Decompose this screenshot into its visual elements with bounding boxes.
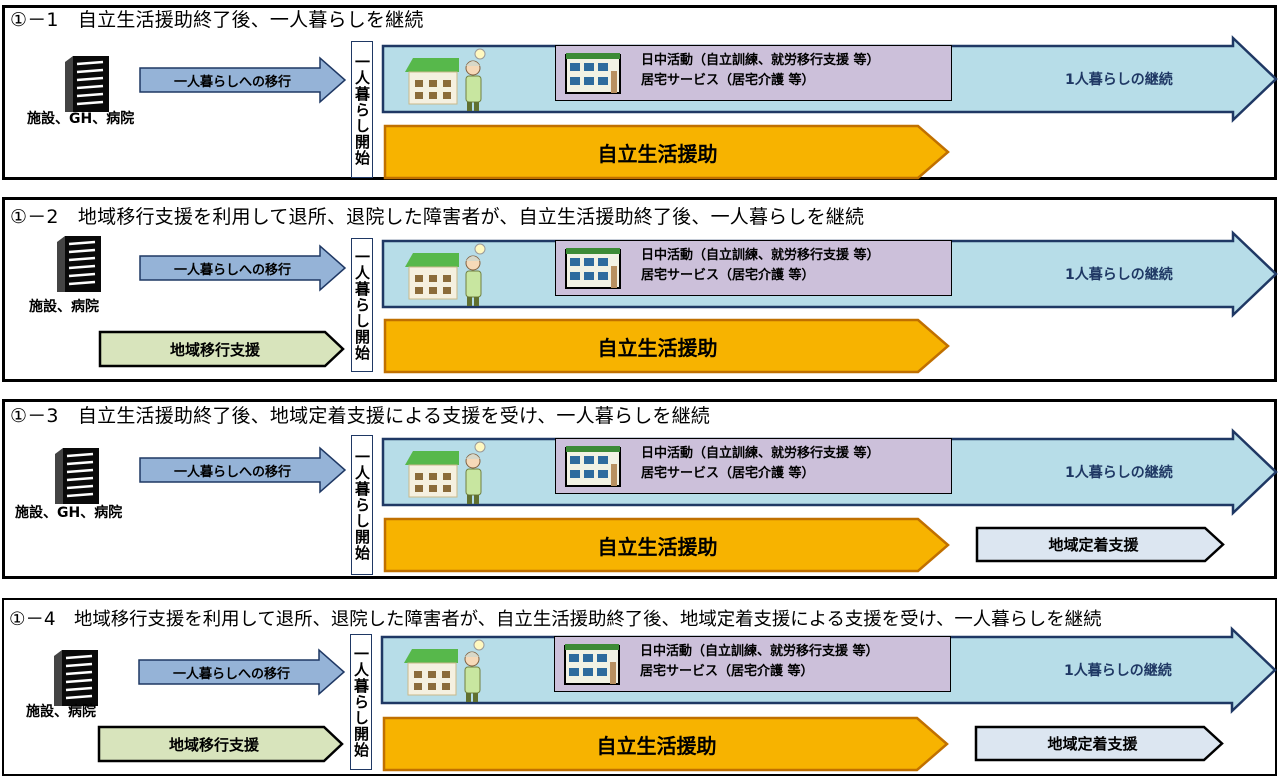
- facility-label: 施設、病院: [26, 704, 96, 720]
- facility-label: 施設、GH、病院: [15, 505, 123, 521]
- home-service-label: 居宅サービス（居宅介護 等）: [640, 664, 814, 679]
- day-activity-label: 日中活動（自立訓練、就労移行支援 等）: [640, 644, 879, 659]
- start-label: 一人暮らし開始: [353, 249, 371, 361]
- settlement-arrow: 地域定着支援: [975, 526, 1225, 563]
- service-box: 日中活動（自立訓練、就労移行支援 等） 居宅サービス（居宅介護 等）: [555, 45, 952, 101]
- support-label: 自立生活援助: [597, 335, 718, 360]
- home-service-label: 居宅サービス（居宅介護 等）: [641, 268, 815, 283]
- start-marker: 一人暮らし開始: [351, 41, 373, 178]
- support-label: 自立生活援助: [596, 733, 717, 758]
- transition-arrow: 一人暮らしへの移行: [139, 244, 347, 292]
- settlement-label: 地域定着支援: [1047, 735, 1138, 753]
- start-label: 一人暮らし開始: [353, 53, 371, 166]
- transition-arrow: 一人暮らしへの移行: [138, 648, 346, 696]
- apartment-icon: [565, 53, 621, 94]
- house-icon: [405, 451, 459, 498]
- house-icon: [405, 58, 459, 105]
- continuation-label: 1人暮らしの継続: [1064, 663, 1172, 679]
- panel-title: ①－1 自立生活援助終了後、一人暮らしを継続: [10, 9, 424, 31]
- regional-transition-arrow: 地域移行支援: [98, 330, 345, 368]
- support-label: 自立生活援助: [597, 534, 718, 559]
- support-arrow: 自立生活援助: [383, 517, 950, 573]
- start-marker: 一人暮らし開始: [351, 435, 373, 575]
- panel-title: ①－2 地域移行支援を利用して退所、退院した障害者が、自立生活援助終了後、一人暮…: [10, 206, 865, 228]
- start-marker: 一人暮らし開始: [350, 634, 372, 770]
- transition-label: 一人暮らしへの移行: [173, 74, 291, 90]
- building-icon: [57, 236, 101, 292]
- transition-label: 一人暮らしへの移行: [172, 666, 290, 682]
- scenario-panel-2: ①－2 地域移行支援を利用して退所、退院した障害者が、自立生活援助終了後、一人暮…: [2, 197, 1278, 382]
- day-activity-label: 日中活動（自立訓練、就労移行支援 等）: [641, 446, 880, 461]
- settlement-arrow: 地域定着支援: [974, 725, 1224, 762]
- transition-label: 一人暮らしへの移行: [173, 262, 291, 278]
- person-icon: [465, 243, 486, 306]
- apartment-icon: [564, 644, 620, 685]
- support-arrow: 自立生活援助: [383, 124, 950, 180]
- service-box: 日中活動（自立訓練、就労移行支援 等） 居宅サービス（居宅介護 等）: [554, 636, 951, 692]
- scenario-panel-1: ①－1 自立生活援助終了後、一人暮らしを継続 施設、GH、病院 一人暮らしへの移…: [2, 5, 1278, 180]
- apartment-icon: [565, 446, 621, 487]
- service-box: 日中活動（自立訓練、就労移行支援 等） 居宅サービス（居宅介護 等）: [555, 240, 952, 296]
- support-label: 自立生活援助: [597, 141, 718, 166]
- start-label: 一人暮らし開始: [352, 646, 370, 758]
- regional-transition-arrow: 地域移行支援: [97, 725, 344, 763]
- transition-arrow: 一人暮らしへの移行: [139, 446, 347, 494]
- building-icon: [54, 650, 98, 706]
- person-icon: [465, 48, 486, 111]
- continuation-label: 1人暮らしの継続: [1065, 267, 1173, 283]
- service-box: 日中活動（自立訓練、就労移行支援 等） 居宅サービス（居宅介護 等）: [555, 438, 952, 494]
- regional-transition-label: 地域移行支援: [168, 735, 259, 754]
- home-service-label: 居宅サービス（居宅介護 等）: [641, 73, 815, 88]
- scenario-panel-4: ①－4 地域移行支援を利用して退所、退院した障害者が、自立生活援助終了後、地域定…: [2, 598, 1277, 776]
- house-icon: [405, 253, 459, 300]
- panel-title: ①－4 地域移行支援を利用して退所、退院した障害者が、自立生活援助終了後、地域定…: [9, 609, 1102, 630]
- day-activity-label: 日中活動（自立訓練、就労移行支援 等）: [641, 248, 880, 263]
- house-icon: [404, 649, 458, 696]
- person-icon: [465, 441, 486, 504]
- start-marker: 一人暮らし開始: [351, 238, 373, 372]
- regional-transition-label: 地域移行支援: [169, 340, 260, 359]
- facility-label: 施設、病院: [29, 299, 99, 315]
- panel-title: ①－3 自立生活援助終了後、地域定着支援による支援を受け、一人暮らしを継続: [10, 405, 711, 427]
- transition-label: 一人暮らしへの移行: [173, 464, 291, 480]
- transition-arrow: 一人暮らしへの移行: [139, 56, 347, 104]
- continuation-label: 1人暮らしの継続: [1065, 72, 1173, 88]
- home-service-label: 居宅サービス（居宅介護 等）: [641, 466, 815, 481]
- building-icon: [65, 56, 109, 112]
- building-icon: [55, 448, 99, 504]
- person-icon: [464, 639, 485, 702]
- settlement-label: 地域定着支援: [1048, 536, 1139, 554]
- day-activity-label: 日中活動（自立訓練、就労移行支援 等）: [641, 53, 880, 68]
- support-arrow: 自立生活援助: [382, 716, 949, 772]
- start-label: 一人暮らし開始: [353, 449, 371, 561]
- facility-label: 施設、GH、病院: [27, 111, 135, 127]
- support-arrow: 自立生活援助: [383, 318, 950, 374]
- continuation-label: 1人暮らしの継続: [1065, 465, 1173, 481]
- apartment-icon: [565, 248, 621, 289]
- scenario-panel-3: ①－3 自立生活援助終了後、地域定着支援による支援を受け、一人暮らしを継続 施設…: [2, 399, 1278, 579]
